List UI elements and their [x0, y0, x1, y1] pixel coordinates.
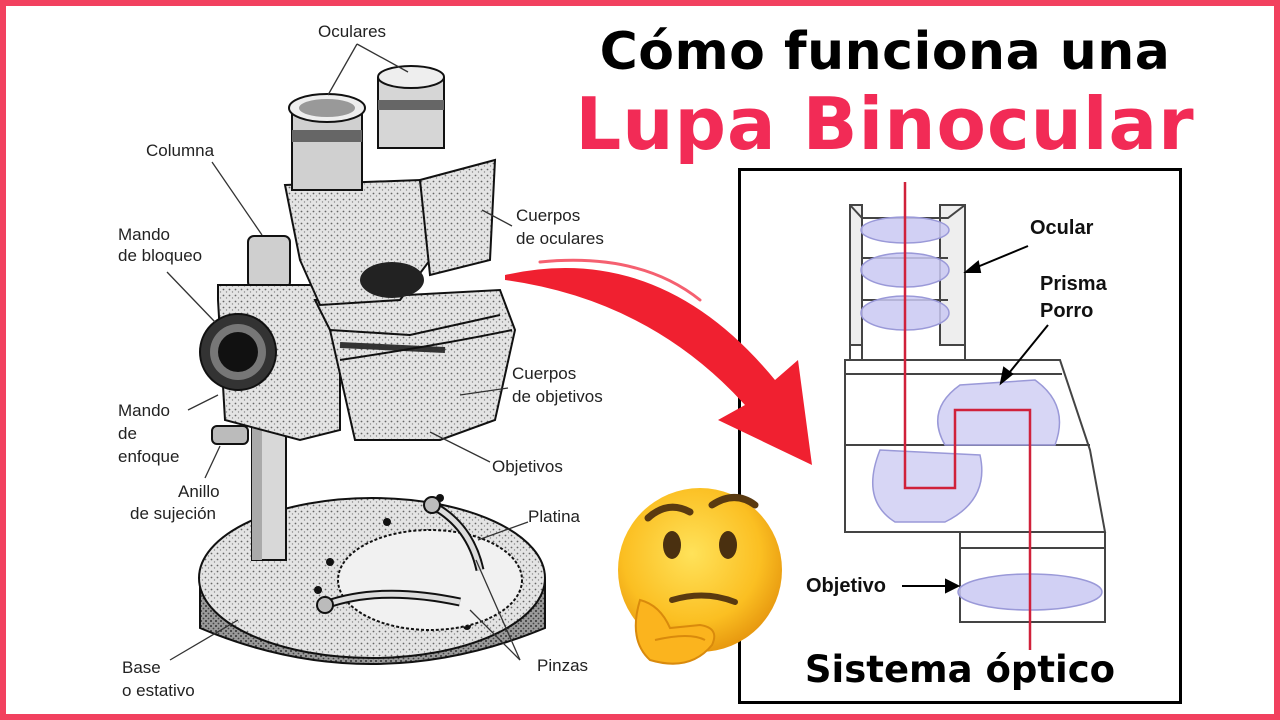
label-oculares: Oculares [318, 22, 387, 41]
label-mando-enfoque-3: enfoque [118, 447, 180, 466]
label-pinzas: Pinzas [537, 656, 589, 675]
light-ray [903, 182, 1032, 650]
label-cuerpos-oculares-1: Cuerpos [516, 206, 581, 225]
label-cuerpos-objetivos-2: de objetivos [512, 387, 603, 406]
label-objetivos: Objetivos [492, 457, 563, 476]
label-base-1: Base [122, 658, 161, 677]
label-columna: Columna [146, 141, 215, 160]
body-objectives [313, 288, 517, 441]
label-cuerpos-oculares-2: de oculares [516, 229, 604, 248]
label-prisma-1: Prisma [1040, 273, 1107, 295]
label-prisma-2: Porro [1040, 300, 1094, 322]
label-platina: Platina [528, 507, 580, 526]
label-anillo-1: Anillo [178, 482, 220, 501]
label-objetivo: Objetivo [806, 575, 887, 597]
label-mando-enfoque-1: Mando [118, 401, 170, 420]
eyepiece-bodies [283, 158, 497, 307]
stage-plate [316, 496, 523, 631]
label-cuerpos-objetivos-1: Cuerpos [512, 364, 577, 383]
title-line-1: Cómo funciona una [599, 22, 1171, 82]
leader-lines [166, 43, 529, 661]
label-base-2: o estativo [122, 681, 195, 700]
label-mando-bloqueo-1: Mando [118, 225, 170, 244]
optical-pointers [902, 245, 1049, 594]
label-anillo-2: de sujeción [130, 504, 217, 523]
label-ocular: Ocular [1030, 217, 1094, 239]
eyepieces [288, 65, 445, 191]
label-mando-bloqueo-2: de bloqueo [118, 246, 203, 265]
label-mando-enfoque-2: de [118, 424, 137, 443]
panel-caption: Sistema óptico [804, 648, 1116, 691]
focus-block [199, 284, 341, 445]
title-line-2: Lupa Binocular [575, 82, 1195, 166]
